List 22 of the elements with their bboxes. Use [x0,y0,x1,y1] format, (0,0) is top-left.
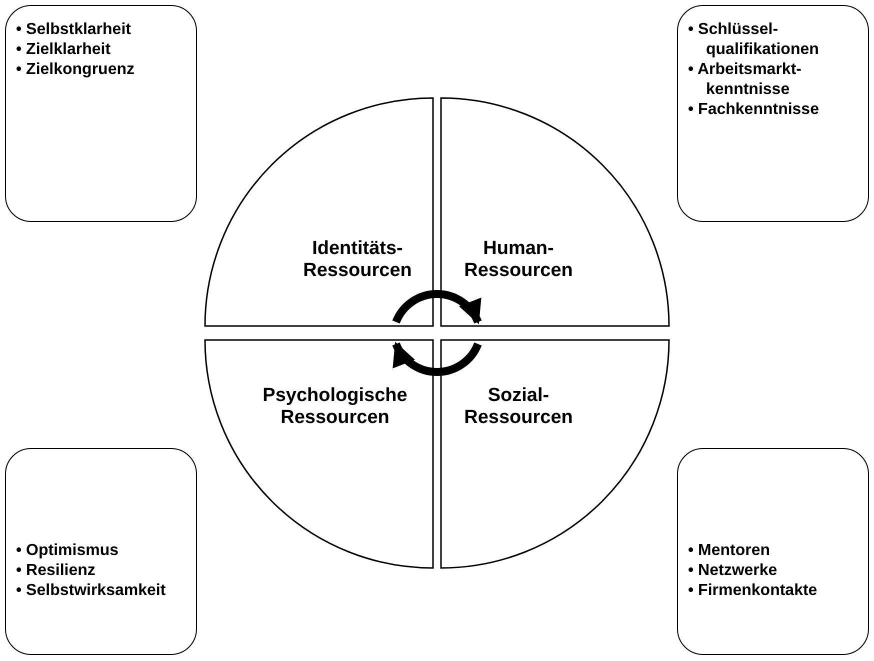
list-item: • Zielkongruenz [16,60,136,80]
text-card [677,448,869,655]
text-card [677,5,869,222]
text-card [5,448,197,655]
list-item: • Selbstwirksamkeit [16,581,167,601]
text-card [5,5,197,222]
quadrant-label: Identitäts- Ressourcen [302,238,413,282]
list-item: • Netzwerke [688,561,778,581]
list-item: • Schlüssel- qualifikationen [688,20,820,60]
list-item: • Resilienz [16,561,96,581]
list-item: • Mentoren [688,541,772,561]
list-item: • Arbeitsmarkt- kenntnisse [688,60,802,100]
curved-arrow [392,342,482,376]
quadrant-label: Sozial- Ressourcen [463,385,574,429]
list-item: • Zielklarheit [16,40,112,60]
list-item: • Optimismus [16,541,120,561]
list-item: • Firmenkontakte [688,581,818,601]
curved-arrow [392,290,482,324]
list-item: • Fachkenntnisse [688,100,820,120]
quadrant-label: Human- Ressourcen [463,238,574,282]
list-item: • Selbstklarheit [16,20,132,40]
quadrant-label: Psychologische Ressourcen [262,385,408,429]
